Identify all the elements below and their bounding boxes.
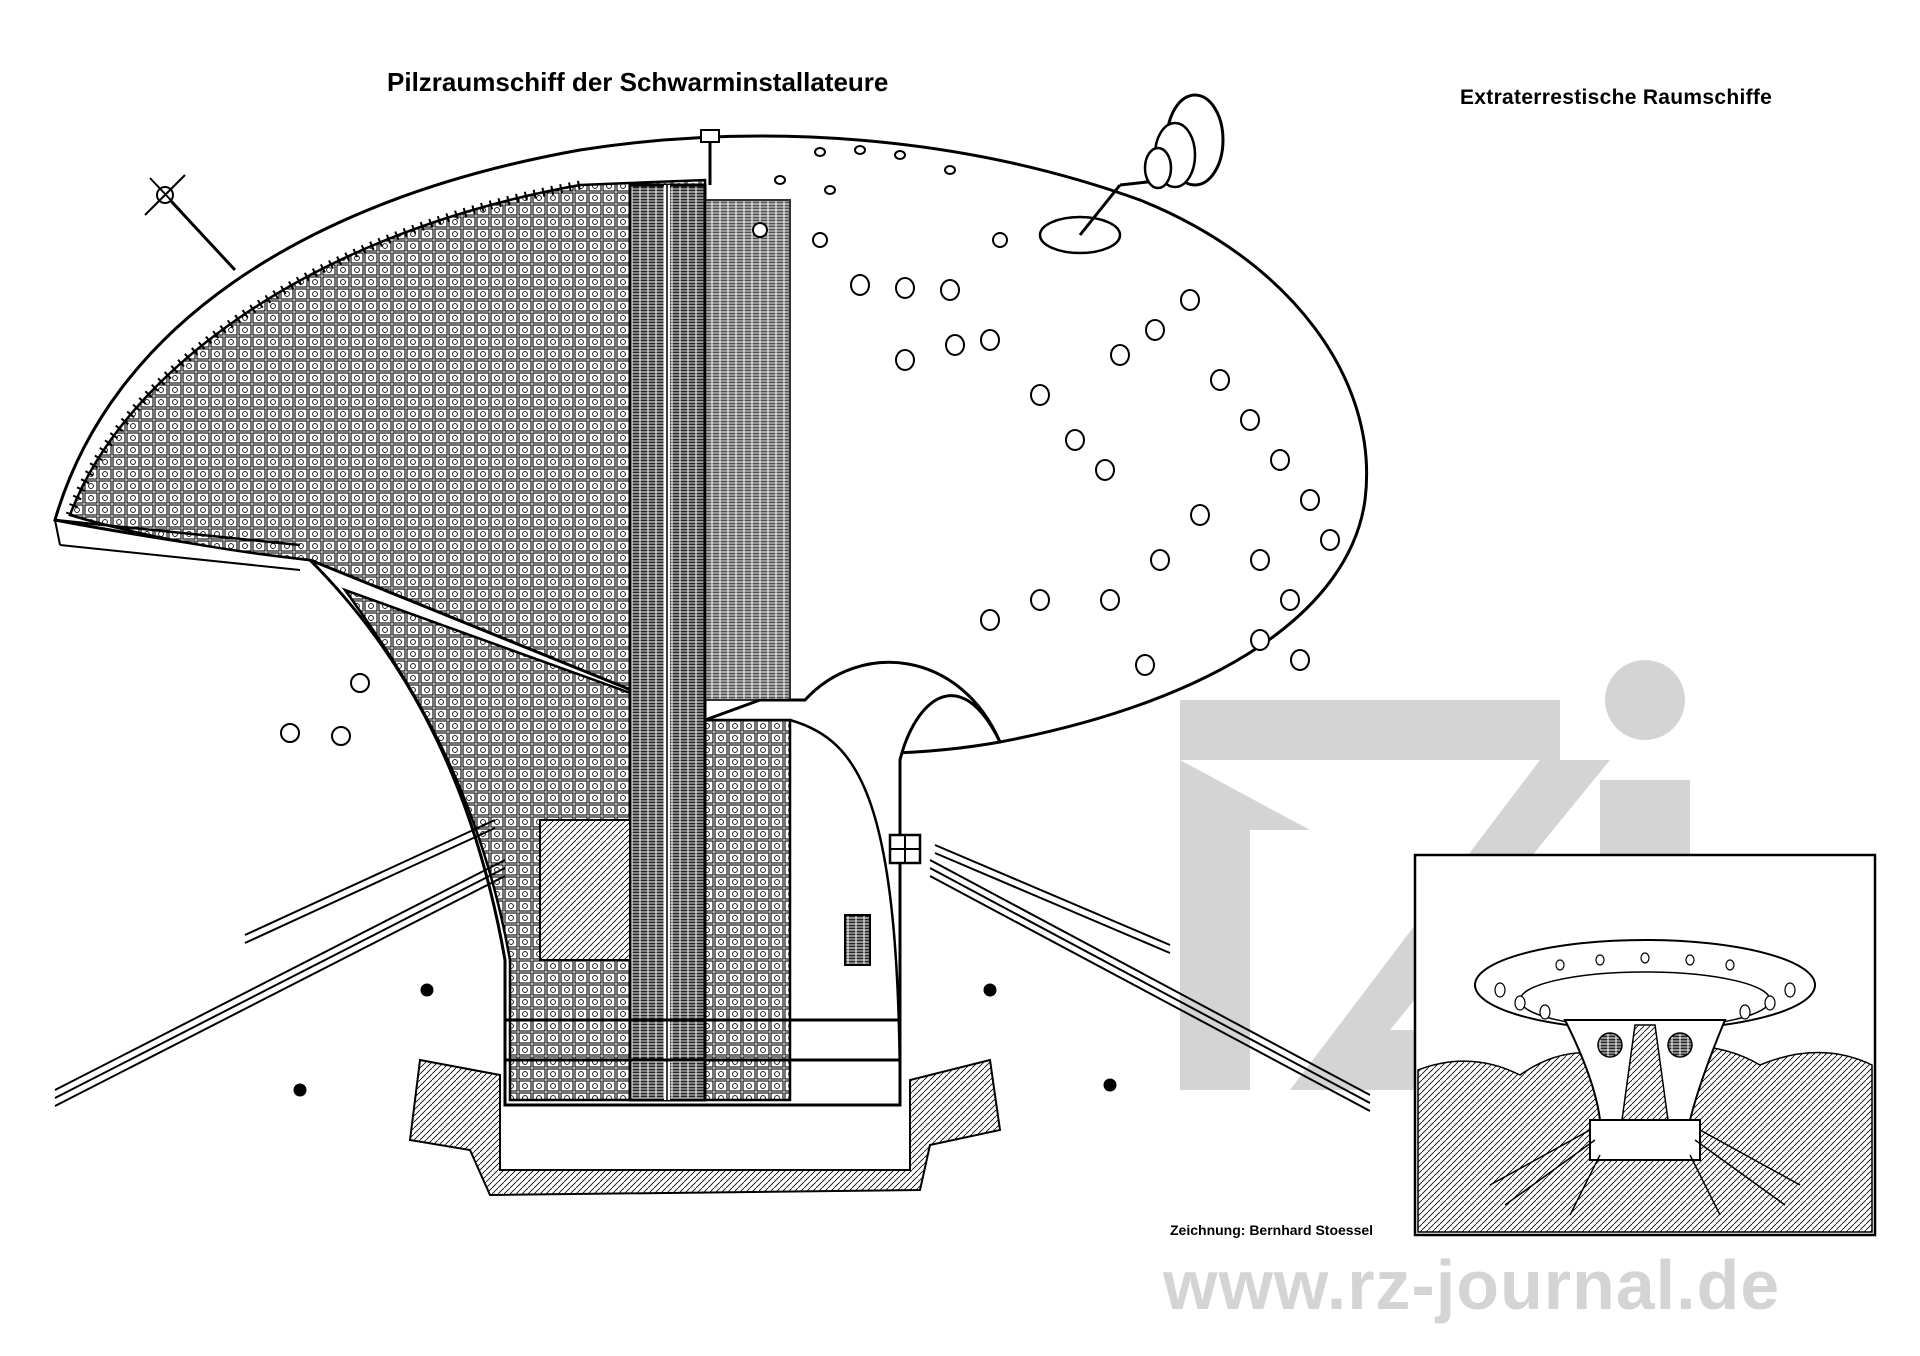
- ground-debris: [408, 1058, 1002, 1197]
- series-title: Extraterrestische Raumschiffe: [1460, 86, 1773, 109]
- cap-portholes: [752, 145, 1340, 676]
- inset-landscape-scene: [1413, 853, 1877, 1237]
- tether-cables: [54, 819, 1371, 1112]
- mushroom-spaceship-cutaway: [53, 93, 1371, 1197]
- cap-antenna-left: [144, 174, 237, 272]
- artist-credit: Zeichnung: Bernhard Stoessel: [1170, 1222, 1374, 1238]
- cap-emitter-right: [1038, 93, 1225, 255]
- diagram-title: Pilzraumschiff der Schwarminstallateure: [387, 67, 889, 97]
- cap-interior-cutaway: [68, 178, 707, 722]
- watermark-url: www.rz-journal.de: [1163, 1246, 1781, 1324]
